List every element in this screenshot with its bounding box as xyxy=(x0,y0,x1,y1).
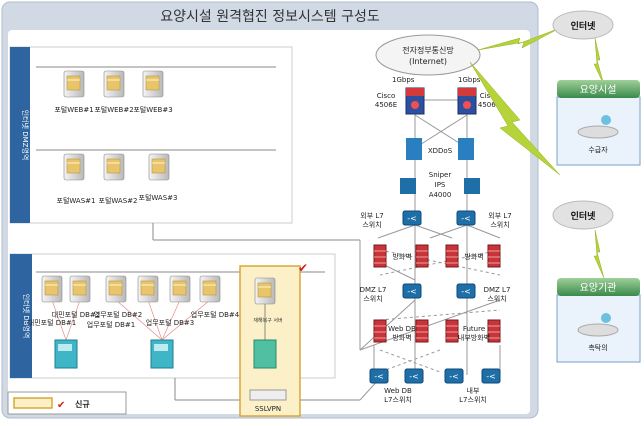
was-server: 포털WAS#2 xyxy=(99,153,138,205)
user-icon xyxy=(601,115,611,125)
was-server: 포털WAS#1 xyxy=(57,153,96,205)
svg-text:XDDoS: XDDoS xyxy=(428,147,453,155)
svg-text:스위치: 스위치 xyxy=(487,294,506,303)
svg-text:외부 L7: 외부 L7 xyxy=(488,211,511,220)
svg-text:포털WAS#1: 포털WAS#1 xyxy=(57,197,96,205)
svg-text:내부: 내부 xyxy=(467,386,480,395)
db-label: 업무포털 DB#1 xyxy=(87,321,136,329)
web-server: 포털WEB#2 xyxy=(94,70,134,114)
svg-text:방화벽: 방화벽 xyxy=(392,252,411,261)
svg-text:DMZ L7: DMZ L7 xyxy=(360,286,387,294)
internet-cloud-remote: 인터넷 xyxy=(552,200,614,230)
dmz-l7-switch: DMZ L7스위치 DMZ L7스위치 xyxy=(360,283,511,303)
internet-cloud: 전자정부통신망 (Internet) xyxy=(375,34,481,76)
db-server xyxy=(169,275,191,303)
svg-text:4506E: 4506E xyxy=(478,101,500,109)
svg-text:인터넷: 인터넷 xyxy=(571,210,597,222)
svg-text:포털WAS#3: 포털WAS#3 xyxy=(139,194,178,202)
svg-text:인터넷: 인터넷 xyxy=(571,20,597,32)
web-server: 포털WEB#1 xyxy=(54,70,94,114)
firewall-pair: 방화벽 xyxy=(373,244,429,268)
db-server xyxy=(69,275,91,303)
db-server xyxy=(199,275,221,303)
storage xyxy=(54,339,78,369)
svg-text:Cisco: Cisco xyxy=(480,92,499,100)
db-server xyxy=(137,275,159,303)
svg-text:포털WAS#2: 포털WAS#2 xyxy=(99,197,138,205)
svg-text:Future: Future xyxy=(463,325,485,333)
ddos-device: XDDoS xyxy=(406,138,474,160)
svg-text:전자정부통신망: 전자정부통신망 xyxy=(402,45,454,55)
sslvpn-device: SSLVPN xyxy=(249,389,287,413)
svg-text:A4000: A4000 xyxy=(429,191,452,199)
check-icon: ✔ xyxy=(298,261,308,275)
diagram-title: 요양시설 원격협진 정보시스템 구성도 xyxy=(160,9,380,25)
svg-text:내부방화벽: 내부방화벽 xyxy=(458,333,490,342)
external-l7-switch: 외부 L7스위치 외부 L7스위치 xyxy=(360,210,512,229)
svg-text:DMZ L7: DMZ L7 xyxy=(484,286,511,294)
storage xyxy=(253,339,277,369)
svg-text:4506E: 4506E xyxy=(375,101,397,109)
svg-text:(Internet): (Internet) xyxy=(409,57,447,66)
institution-box: 요양기관 촉탁의 xyxy=(556,278,641,363)
svg-text:Cisco: Cisco xyxy=(377,92,396,100)
was-server: 포털WAS#3 xyxy=(139,153,178,202)
db-label: 업무포털 DB#4 xyxy=(191,311,240,319)
svg-text:재해복구 서버: 재해복구 서버 xyxy=(253,317,282,324)
svg-text:스위치: 스위치 xyxy=(363,294,382,303)
svg-text:스위치: 스위치 xyxy=(362,220,381,229)
web-server: 포털WEB#3 xyxy=(133,70,173,114)
svg-text:수급자: 수급자 xyxy=(588,145,608,154)
internet-cloud-remote: 인터넷 xyxy=(552,10,614,40)
svg-text:방화벽: 방화벽 xyxy=(464,252,483,261)
check-icon: ✔ xyxy=(57,400,65,411)
svg-text:IPS: IPS xyxy=(435,181,446,189)
svg-text:방화벽: 방화벽 xyxy=(392,333,411,342)
storage xyxy=(150,339,174,369)
svg-text:스위치: 스위치 xyxy=(490,220,509,229)
facility-box: 요양시설 수급자 xyxy=(556,80,641,166)
db-server xyxy=(105,275,127,303)
svg-text:포털WEB#1: 포털WEB#1 xyxy=(54,106,93,114)
db-label: 대민포털 DB#1 xyxy=(28,318,77,327)
svg-text:SSLVPN: SSLVPN xyxy=(255,405,281,413)
db-zone-label: 인터넷 DB영역 xyxy=(22,294,31,339)
db-label: 대민포털 DB#2 xyxy=(52,310,101,319)
bandwidth-label: 1Gbps xyxy=(458,76,481,84)
firewall-pair: 방화벽 xyxy=(445,244,501,268)
svg-text:Web DB: Web DB xyxy=(388,325,416,333)
db-label: 업무포털 DB#2 xyxy=(94,311,143,319)
user-icon xyxy=(601,313,611,323)
svg-text:L7스위치: L7스위치 xyxy=(384,395,412,404)
svg-text:요양시설: 요양시설 xyxy=(580,84,617,96)
new-server: 재해복구 서버 xyxy=(253,277,283,340)
svg-text:Sniper: Sniper xyxy=(429,171,452,179)
svg-text:요양기관: 요양기관 xyxy=(580,282,617,294)
svg-text:포털WEB#3: 포털WEB#3 xyxy=(133,106,172,114)
db-label: 업무포털 DB#3 xyxy=(146,319,195,327)
svg-text:L7스위치: L7스위치 xyxy=(459,395,487,404)
svg-text:Web DB: Web DB xyxy=(384,387,412,395)
dmz-zone-label: 인터넷 DMZ영역 xyxy=(21,110,30,161)
legend: ✔ 신규 xyxy=(7,391,127,415)
db-server xyxy=(41,275,63,303)
svg-text:외부 L7: 외부 L7 xyxy=(360,211,383,220)
svg-text:포털WEB#2: 포털WEB#2 xyxy=(94,106,133,114)
svg-text:촉탁의: 촉탁의 xyxy=(588,343,607,352)
legend-label: 신규 xyxy=(75,399,90,409)
bandwidth-label: 1Gbps xyxy=(392,76,415,84)
